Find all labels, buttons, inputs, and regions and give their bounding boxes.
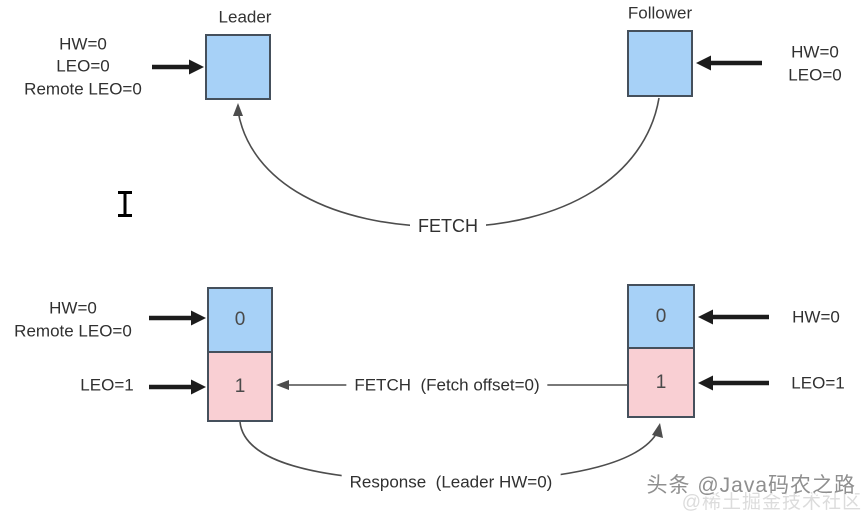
follower-hw-label-2: HW=0 — [792, 307, 840, 327]
follower-leo-label: LEO=0 — [788, 65, 842, 85]
leader-offset-1-cell: 1 — [209, 353, 271, 420]
follower-log-stack: 0 1 — [627, 284, 695, 418]
leader-log-stack: 0 1 — [207, 287, 273, 422]
follower-offset-1-cell: 1 — [629, 349, 693, 416]
site-watermark-ghost: @稀土掘金技术社区 — [681, 492, 862, 513]
follower-leo-label-2: LEO=1 — [791, 373, 845, 393]
fetch-arc-label: FETCH — [410, 215, 486, 237]
fetch-offset-label: FETCH (Fetch offset=0) — [346, 374, 548, 396]
leader-offset-0-cell: 0 — [209, 289, 271, 353]
follower-hw-label: HW=0 — [791, 42, 839, 62]
follower-offset-0-cell: 0 — [629, 286, 693, 349]
leader-remote-leo-label: Remote LEO=0 — [24, 79, 142, 99]
leader-leo-label: LEO=0 — [56, 56, 110, 76]
author-watermark: 头条 @Java码农之路 — [646, 474, 856, 497]
leader-remote-leo-label-2: Remote LEO=0 — [14, 321, 132, 341]
response-label: Response (Leader HW=0) — [341, 471, 561, 493]
follower-log-box — [627, 30, 693, 97]
follower-title: Follower — [627, 3, 693, 23]
leader-log-box — [205, 34, 271, 100]
leader-hw-label: HW=0 — [59, 34, 107, 54]
leader-title: Leader — [218, 7, 272, 27]
leader-hw-label-2: HW=0 — [49, 298, 97, 318]
leader-leo-label-2: LEO=1 — [80, 375, 134, 395]
